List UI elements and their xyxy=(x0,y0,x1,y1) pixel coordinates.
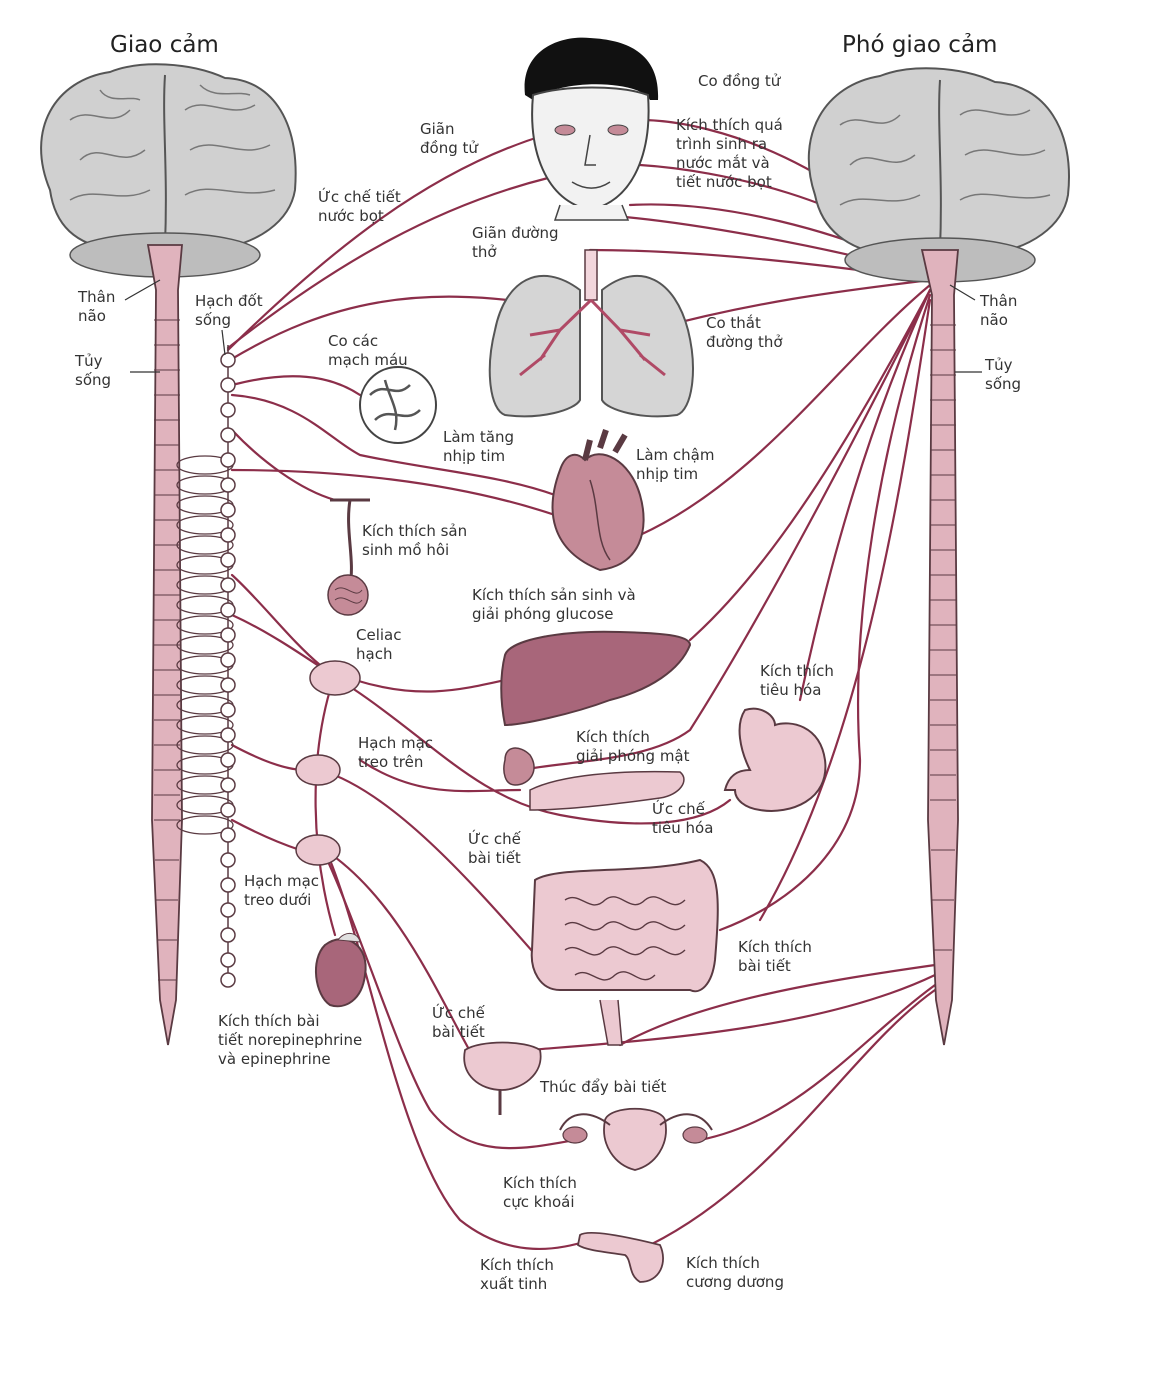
label-dilate-pupil: Giãn đồng tử xyxy=(420,120,478,157)
label-inferior-mesenteric: Hạch mạc treo dưới xyxy=(244,872,320,909)
nerve-liver-sym xyxy=(353,678,507,693)
nerve-supmes-1 xyxy=(230,743,307,772)
label-constrict-vessels: Co các mạch máu xyxy=(328,332,408,369)
head xyxy=(524,37,659,221)
label-celiac-ganglion: Celiac hạch xyxy=(356,626,402,663)
nerve-bladder-para xyxy=(618,963,937,1047)
nerve-stomach-para xyxy=(798,288,932,702)
label-slow-heart-rate: Làm chậm nhịp tim xyxy=(636,446,715,483)
nerve-celiac-2 xyxy=(230,613,327,672)
label-pointers xyxy=(124,279,982,373)
nerve-lung-sym xyxy=(228,295,547,362)
label-stimulate-orgasm: Kích thích cực khoái xyxy=(503,1174,577,1211)
label-inhibit-secretion-intestine: Ức chế bài tiết xyxy=(468,830,521,867)
label-stimulate-digestion: Kích thích tiêu hóa xyxy=(760,662,834,699)
label-brainstem-right: Thân não xyxy=(980,292,1018,329)
nerve-eye-sym xyxy=(226,133,547,352)
label-promote-secretion: Thúc đẩy bài tiết xyxy=(540,1078,667,1096)
label-inhibit-digestion: Ức chế tiêu hóa xyxy=(652,800,714,837)
nerve-lung-para xyxy=(648,278,932,332)
gallbladder-pancreas xyxy=(503,747,685,811)
nerve-uterus-sym xyxy=(323,853,577,1150)
nerve-uterus-para xyxy=(698,983,937,1142)
nerve-heart-sym1 xyxy=(230,393,557,497)
label-brainstem-left: Thân não xyxy=(78,288,116,325)
penis xyxy=(577,1231,664,1283)
label-stimulate-bile: Kích thích giải phóng mật xyxy=(576,728,690,765)
left-brain xyxy=(40,63,297,278)
nerve-stomach-sym xyxy=(353,688,732,825)
nerve-saliva-sym xyxy=(226,176,550,350)
title-sympathetic: Giao cảm xyxy=(110,32,219,58)
label-constrict-airways: Co thắt đường thở xyxy=(706,314,783,351)
intestines xyxy=(530,858,719,1046)
kidney xyxy=(314,933,367,1008)
nerve-bile-para xyxy=(518,288,932,772)
ganglia xyxy=(295,660,361,866)
nerve-penis-para xyxy=(648,988,937,1247)
left-spinal-cord xyxy=(146,244,234,1046)
label-adrenal-secretion: Kích thích bài tiết norepinephrine và ep… xyxy=(218,1012,363,1068)
label-spinal-cord-left: Tủy sống xyxy=(75,352,112,389)
nerve-bladder-para2 xyxy=(528,973,937,1052)
nerve-infmes-1 xyxy=(230,818,302,852)
heart xyxy=(551,429,645,572)
label-stimulate-sweat: Kích thích sản sinh mồ hôi xyxy=(362,522,468,559)
sympathetic-chain xyxy=(220,345,236,988)
label-constrict-pupil: Co đồng tử xyxy=(698,72,781,90)
nerve-liver-para xyxy=(688,288,932,642)
label-stimulate-secretion: Kích thích bài tiết xyxy=(738,938,812,975)
label-stimulate-ejaculation: Kích thích xuất tinh xyxy=(480,1256,554,1293)
label-sympathetic-chain: Hạch đốt sống xyxy=(195,292,263,329)
nerve-heart-sym2 xyxy=(230,468,557,517)
label-inhibit-secretion-bladder: Ức chế bài tiết xyxy=(432,1004,485,1041)
title-parasympathetic: Phó giao cảm xyxy=(842,32,998,58)
right-spinal-cord xyxy=(920,249,959,1046)
nerve-adrenal xyxy=(314,688,337,937)
nerve-pathways xyxy=(226,118,937,1251)
label-dilate-airways: Giãn đường thở xyxy=(472,224,559,261)
nerve-sweat-sym xyxy=(230,428,337,502)
nerve-celiac-1 xyxy=(230,573,322,667)
label-spinal-cord-right: Tủy sống xyxy=(985,356,1022,393)
lungs xyxy=(488,249,694,418)
label-stimulate-erection: Kích thích cương dương xyxy=(686,1254,784,1291)
label-superior-mesenteric: Hạch mạc treo trên xyxy=(358,734,434,771)
stomach xyxy=(723,707,827,812)
label-inhibit-saliva: Ức chế tiết nước bọt xyxy=(318,188,401,225)
nerve-colon-para xyxy=(758,298,932,922)
liver xyxy=(500,630,692,727)
nerve-supmes-2 xyxy=(318,768,542,962)
label-stimulate-tears-saliva: Kích thích quá trình sinh ra nước mắt và… xyxy=(676,116,783,191)
label-stimulate-glucose: Kích thích sản sinh và giải phóng glucos… xyxy=(472,586,636,623)
nerve-pancreas-sym xyxy=(358,758,522,793)
nerve-intestine-para xyxy=(718,293,932,932)
bladder xyxy=(463,1041,542,1115)
uterus xyxy=(559,1107,713,1171)
label-increase-heart-rate: Làm tăng nhịp tim xyxy=(443,428,515,465)
nerve-infmes-2 xyxy=(323,848,477,1062)
nerve-vessels-sym xyxy=(230,375,362,397)
nerve-heart-para xyxy=(638,283,932,537)
sweat-gland xyxy=(327,498,370,616)
blood-vessels xyxy=(359,366,437,444)
